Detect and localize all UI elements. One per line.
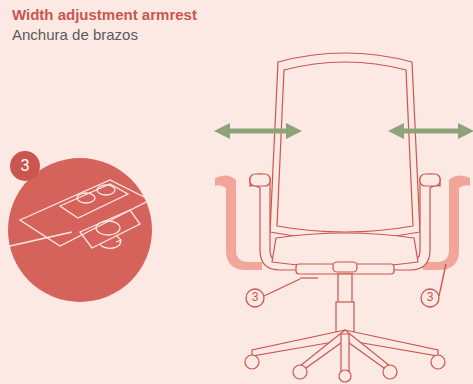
callout-marker [246,264,446,307]
callout-number: 3 [252,291,259,305]
armrest [250,174,440,270]
heading: Width adjustment armrest [12,6,197,23]
backrest [270,53,420,239]
chair-base [245,274,445,382]
detail-inset [8,151,152,302]
callout-number: 3 [427,291,434,305]
subtitle: Anchura de brazos [12,26,138,43]
width-arrow [222,129,466,134]
seat [272,233,418,278]
callout-number: 3 [21,157,30,175]
